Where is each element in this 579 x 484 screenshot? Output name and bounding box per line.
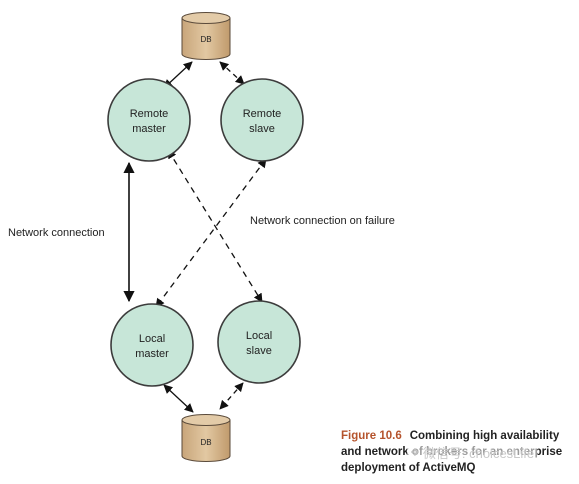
local-master-line1: Local <box>139 333 165 345</box>
db-bottom: DB <box>181 414 231 462</box>
edge-local-slave-db-bottom <box>219 382 244 410</box>
remote-slave-line2: slave <box>249 123 275 135</box>
db-bottom-label: DB <box>200 438 211 447</box>
remote-master-line2: master <box>132 123 166 135</box>
node-remote-slave: Remote slave <box>220 78 304 162</box>
node-remote-master: Remote master <box>107 78 191 162</box>
failure-connection-label: Network connection on failure <box>250 215 395 227</box>
watermark: ❖ 微信号: choicesLife <box>407 444 538 461</box>
edge-db-top-remote-slave <box>219 61 245 85</box>
edge-failure-remote-slave-local-master <box>155 158 267 308</box>
node-local-slave: Local slave <box>217 300 301 384</box>
local-master-line2: master <box>135 348 169 360</box>
network-connection-label: Network connection <box>8 227 105 239</box>
watermark-text: 微信号: choicesLife <box>422 445 535 461</box>
wechat-icon: ❖ <box>410 446 420 459</box>
local-slave-line1: Local <box>246 330 272 342</box>
db-top: DB <box>181 12 231 60</box>
edge-local-master-db-bottom <box>163 384 194 413</box>
node-local-master: Local master <box>110 303 194 387</box>
remote-master-line1: Remote <box>130 108 169 120</box>
edge-failure-remote-master-local-slave <box>167 149 263 303</box>
db-top-label: DB <box>200 35 211 44</box>
local-slave-line2: slave <box>246 345 272 357</box>
remote-slave-line1: Remote <box>243 108 282 120</box>
figure-number: Figure 10.6 <box>341 430 402 442</box>
